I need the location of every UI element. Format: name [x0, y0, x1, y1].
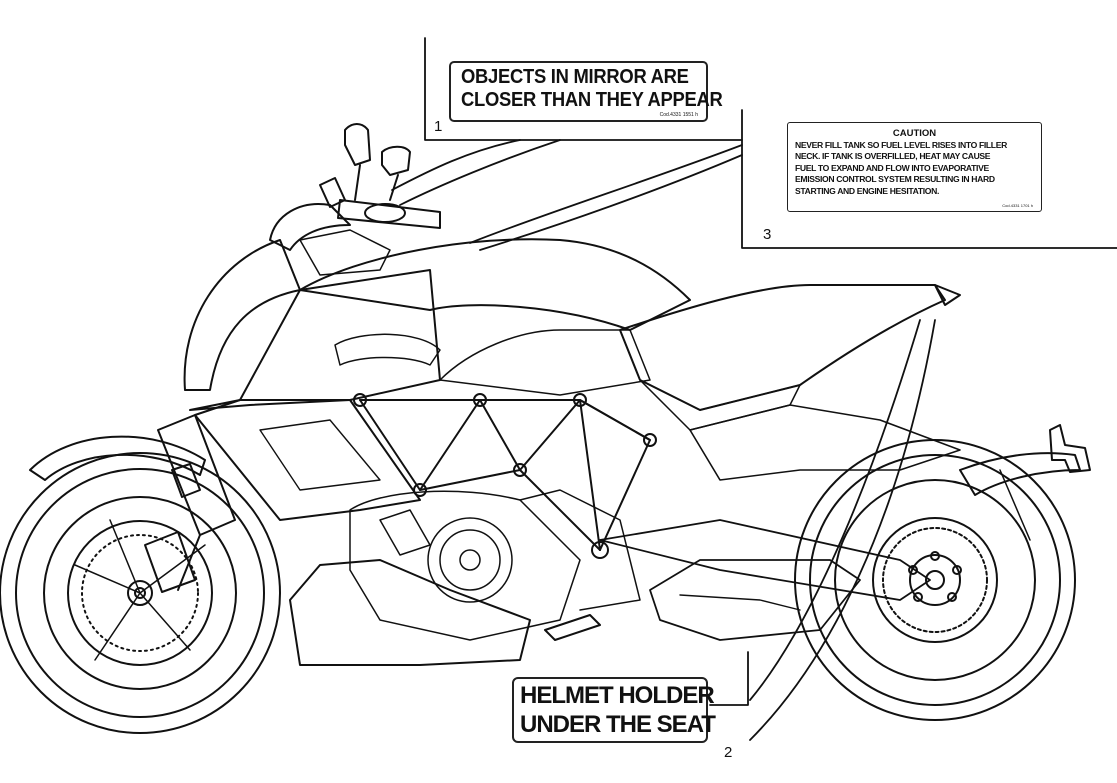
callout-number-1: 1	[434, 118, 443, 135]
plate-bracket	[1049, 424, 1091, 473]
trellis-frame	[353, 393, 657, 559]
helmet-holder-label: HELMET HOLDER UNDER THE SEAT	[512, 677, 716, 743]
callout-leaders	[391, 37, 1117, 741]
mirror-label-line1: OBJECTS IN MIRROR ARE	[461, 66, 689, 88]
caution-line-4: EMISSION CONTROL SYSTEM RESULTING IN HAR…	[795, 174, 995, 185]
exhaust	[649, 559, 861, 641]
callout-number-2: 2	[724, 744, 733, 761]
front-fork	[144, 414, 236, 593]
caution-line-5: STARTING AND ENGINE HESITATION.	[795, 185, 939, 196]
mirror-warning-label: OBJECTS IN MIRROR ARE CLOSER THAN THEY A…	[449, 61, 723, 122]
footpeg	[544, 614, 601, 641]
mirror-label-line2: CLOSER THAN THEY APPEAR	[461, 89, 723, 111]
helmet-label-line2: UNDER THE SEAT	[520, 711, 716, 738]
front-wheel	[0, 452, 281, 734]
caution-line-3: FUEL TO EXPAND AND FLOW INTO EVAPORATIVE	[795, 162, 989, 173]
caution-label-code: Cod.4331 1701 h	[1002, 203, 1033, 208]
body-outline	[183, 238, 961, 521]
caution-heading: CAUTION	[892, 128, 937, 139]
leader-3-fan	[469, 144, 743, 251]
belly-pan	[289, 559, 531, 666]
leader-2-fan	[749, 319, 936, 741]
caution-line-2: NECK. IF TANK IS OVERFILLED, HEAT MAY CA…	[795, 151, 991, 162]
leader-3-bracket	[741, 139, 1117, 249]
handlebar-assembly	[269, 123, 441, 276]
helmet-label-line1: HELMET HOLDER	[520, 682, 715, 709]
leader-1-bracket	[424, 37, 743, 141]
leader-2-bracket	[709, 651, 749, 706]
rear-wheel	[794, 439, 1076, 721]
leader-1-fan	[391, 139, 561, 206]
engine	[349, 489, 641, 641]
caution-line-1: NEVER FILL TANK SO FUEL LEVEL RISES INTO…	[795, 140, 1007, 150]
mirror-label-code: Cod.4331 1551 h	[659, 112, 698, 118]
swingarm	[599, 519, 931, 601]
callout-number-3: 3	[763, 226, 772, 243]
fuel-caution-label: CAUTION NEVER FILL TANK SO FUEL LEVEL RI…	[787, 122, 1042, 212]
front-fender	[29, 435, 206, 481]
